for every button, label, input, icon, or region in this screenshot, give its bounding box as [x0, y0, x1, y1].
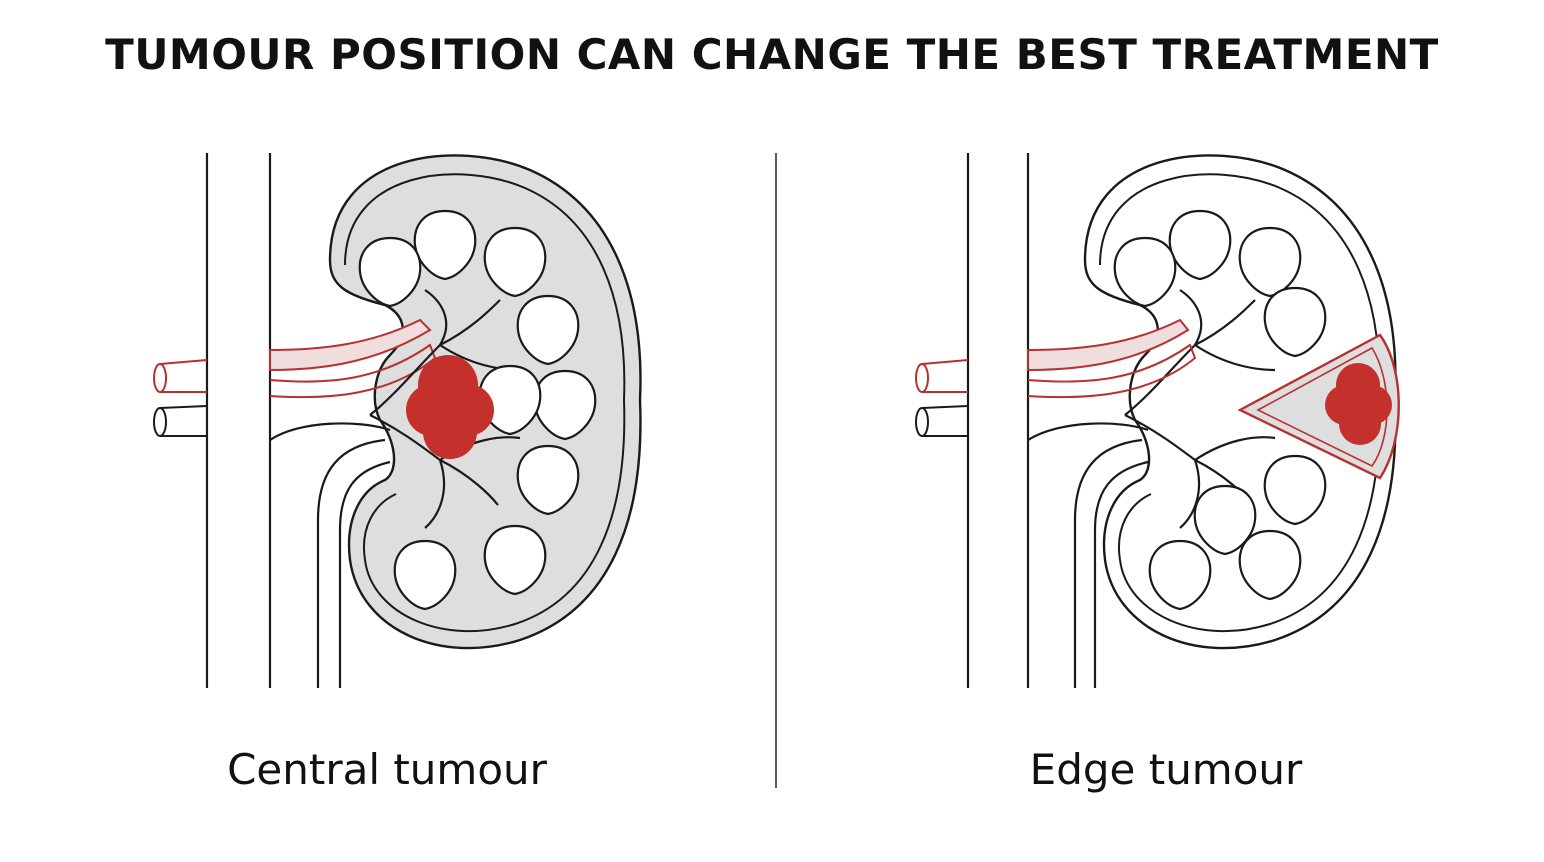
panel-central: [153, 153, 642, 688]
tumour-central: [406, 355, 494, 459]
panel-edge: [915, 153, 1400, 688]
renal-artery-stub: [153, 359, 208, 393]
diagram-title: TUMOUR POSITION CAN CHANGE THE BEST TREA…: [105, 30, 1439, 79]
label-central-tumour: Central tumour: [227, 745, 547, 794]
renal-artery: [269, 318, 432, 372]
label-edge-tumour: Edge tumour: [1029, 745, 1303, 794]
renal-vein-stub-right: [915, 405, 969, 437]
renal-artery-stub-right: [915, 359, 969, 393]
renal-vein-stub: [153, 405, 208, 437]
tumour-edge: [1325, 363, 1392, 445]
